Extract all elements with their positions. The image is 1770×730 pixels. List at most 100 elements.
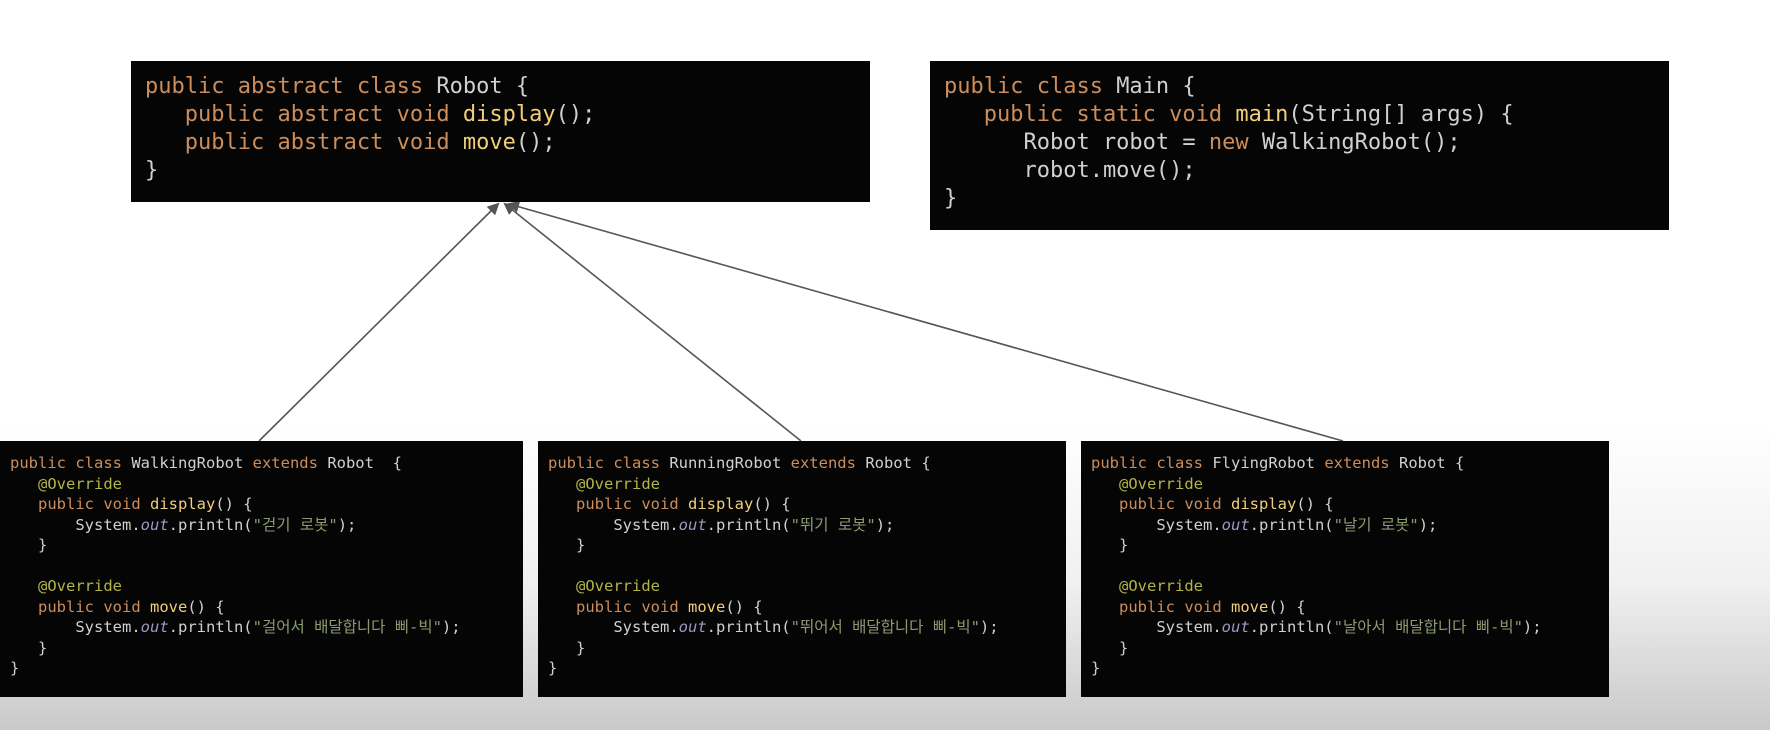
code-text: } [10,536,48,554]
robot-class-box: public abstract class Robot { public abs… [131,61,870,202]
method-name: move [1230,597,1269,616]
code-text: { [1169,74,1196,99]
code-text: ); [979,618,999,636]
code-text: () { [1268,597,1306,616]
code-keyword: extends [781,454,866,472]
method-name: display [687,495,754,513]
code-keyword: public class [548,454,670,472]
code-keyword: public void [10,597,150,616]
code-text: () { [1296,495,1334,513]
code-text: () { [187,597,225,616]
override-annotation: @Override [1091,577,1203,595]
code-text: System. [10,618,141,636]
flying-robot-class-box: public class FlyingRobot extends Robot {… [1081,441,1609,697]
code-field: out [140,515,169,534]
string-literal: "걸어서 배달합니다 삐-빅" [252,618,442,636]
string-literal: "뛰기 로봇" [790,515,876,534]
flying-robot-code: public class FlyingRobot extends Robot {… [1081,441,1609,691]
code-text: ); [441,618,461,636]
code-text: robot.move(); [944,158,1196,183]
code-text: Robot robot = [944,130,1209,155]
string-literal: "뛰어서 배달합니다 삐-빅" [790,618,980,636]
code-text: { [911,454,931,472]
string-literal: "날아서 배달합니다 삐-빅" [1333,618,1523,636]
code-text: } [10,638,48,657]
code-text: () { [753,495,791,513]
code-keyword: public class [944,74,1117,99]
parent-class-name: Robot [327,454,374,472]
override-annotation: @Override [10,577,122,595]
method-name: move [149,597,188,616]
code-field: out [1221,515,1250,534]
parent-class-name: Robot [865,454,912,472]
code-text: } [1091,638,1129,657]
method-name: display [462,102,556,127]
code-keyword: public abstract class [145,74,437,99]
code-text: System. [1091,515,1222,534]
code-keyword: public abstract void [145,130,463,155]
code-keyword: public abstract void [145,102,463,127]
code-text: .println( [168,515,253,534]
arrow-running-to-robot [503,202,802,442]
code-text: .println( [1249,515,1334,534]
method-name: main [1235,102,1289,127]
code-keyword: public class [1091,454,1213,472]
code-text: System. [10,515,141,534]
parent-class-name: Robot [1398,454,1446,472]
code-keyword: public void [10,495,150,513]
code-text: ); [875,515,895,534]
string-literal: "날기 로봇" [1333,515,1419,534]
code-keyword: public void [1091,597,1231,616]
code-keyword: extends [243,454,328,472]
running-robot-code: public class RunningRobot extends Robot … [538,441,1066,691]
code-text: System. [548,618,679,636]
running-robot-class-box: public class RunningRobot extends Robot … [538,441,1066,697]
code-keyword: public void [548,495,688,513]
method-name: display [149,495,216,513]
code-text: System. [1091,618,1222,636]
method-name: move [687,597,726,616]
code-field: out [1221,618,1250,636]
class-name: Robot [436,74,503,99]
robot-class-code: public abstract class Robot { public abs… [131,61,870,197]
method-name: display [1230,495,1297,513]
override-annotation: @Override [10,474,122,493]
code-keyword: public class [10,454,132,472]
arrow-walking-to-robot [258,202,500,442]
walking-robot-code: public class WalkingRobot extends Robot … [0,441,523,691]
code-text: .println( [706,618,791,636]
code-text: ); [1418,515,1438,534]
string-literal: "걷기 로봇" [252,515,338,534]
code-text: System. [548,515,679,534]
code-text: () { [215,495,253,513]
code-keyword: new [1208,130,1249,155]
class-name: WalkingRobot [131,454,244,472]
code-field: out [678,515,707,534]
override-annotation: @Override [548,474,660,493]
code-keyword: public static void [944,102,1236,127]
code-text: } [548,638,586,657]
code-text: (); [555,102,596,127]
class-name: RunningRobot [669,454,782,472]
code-text: } [10,659,20,677]
code-text: } [145,158,159,183]
code-text: .println( [168,618,253,636]
code-text: } [548,536,586,554]
override-annotation: @Override [548,577,660,595]
code-text: WalkingRobot(); [1248,130,1461,155]
code-text: { [502,74,530,99]
main-class-box: public class Main { public static void m… [930,61,1669,230]
code-text: .println( [706,515,791,534]
code-text: ); [1522,618,1542,636]
class-name: Main [1116,74,1170,99]
override-annotation: @Override [1091,474,1203,493]
code-text: } [1091,536,1129,554]
code-text: { [1445,454,1465,472]
code-text: } [548,659,558,677]
code-text: } [944,186,958,211]
arrow-flying-to-robot [507,200,1344,442]
code-text: () { [725,597,763,616]
method-name: move [462,130,516,155]
code-keyword: extends [1314,454,1399,472]
